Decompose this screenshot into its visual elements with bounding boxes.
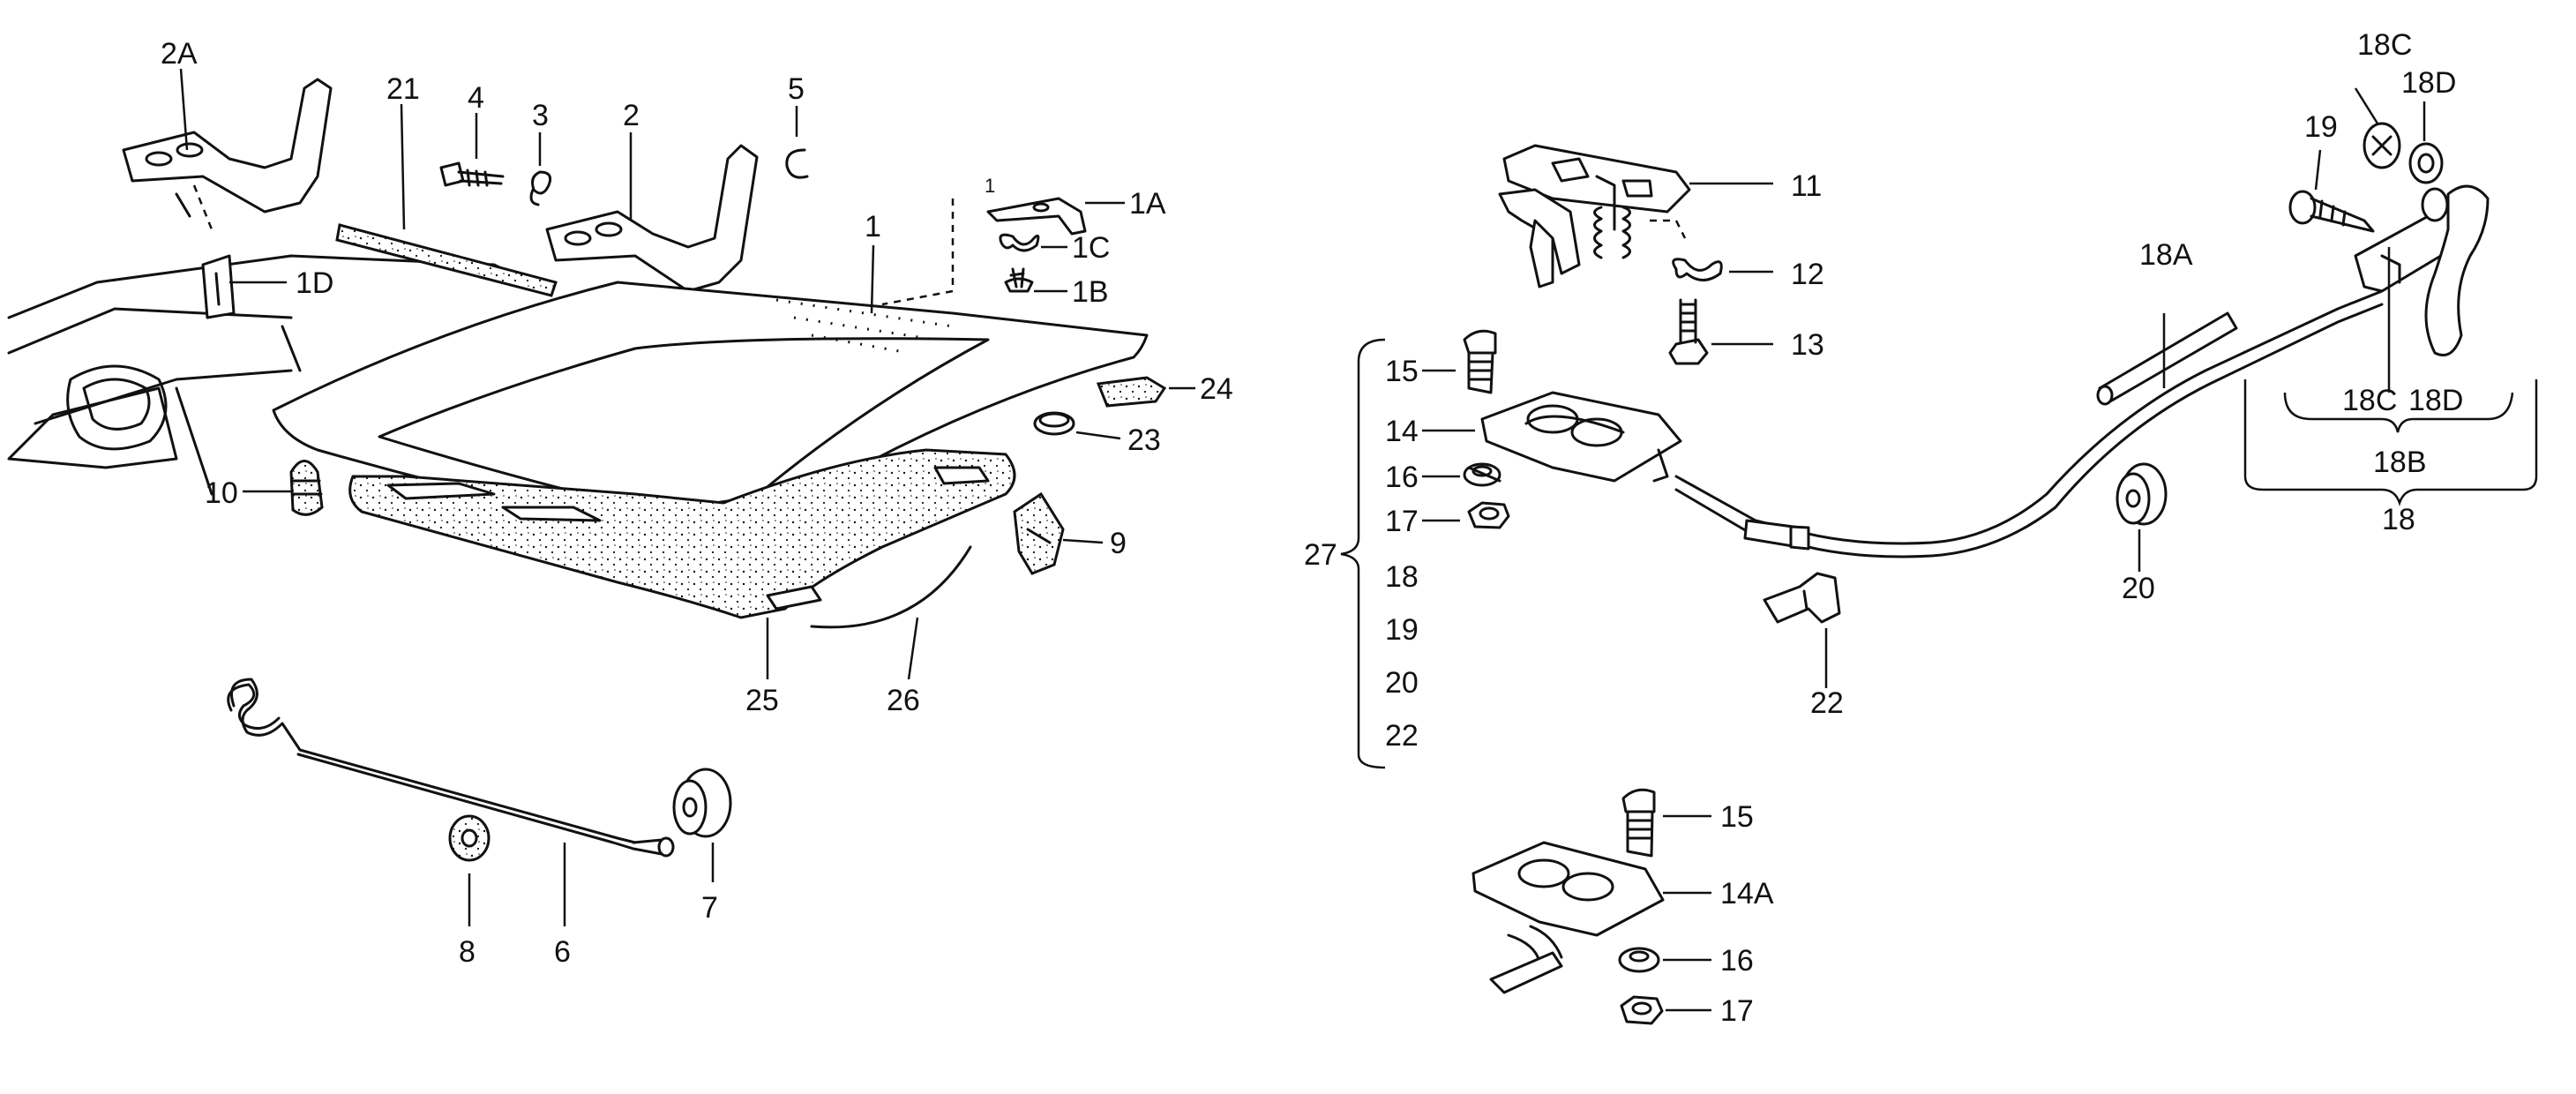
label-6: 6 (554, 935, 571, 969)
label-17-lower: 17 (1720, 994, 1754, 1028)
group-brackets-18 (2243, 247, 2538, 506)
clip-5 (785, 148, 809, 179)
label-1a: 1A (1129, 187, 1166, 221)
kit-item-19: 19 (1385, 613, 1419, 647)
lock-washer-16 (1463, 462, 1501, 487)
hood-bracket-1d (201, 254, 236, 319)
label-12: 12 (1791, 258, 1824, 291)
hinge-2 (545, 144, 759, 293)
label-17: 17 (1385, 505, 1419, 538)
label-1-small: 1 (985, 175, 995, 197)
plate-14 (1480, 391, 1682, 483)
insulation-panel-25 (348, 448, 1016, 619)
label-18: 18 (2382, 503, 2415, 536)
label-16: 16 (1385, 461, 1419, 494)
plug-23 (1033, 411, 1075, 436)
label-16-lower: 16 (1720, 944, 1754, 978)
cap-18c (2363, 122, 2401, 169)
nut-17-lower (1620, 995, 1664, 1025)
seal-strip-21 (335, 223, 558, 297)
clip-9 (1013, 491, 1065, 575)
label-18d: 18D (2408, 384, 2463, 417)
group-bracket-27 (1340, 338, 1386, 769)
label-14a: 14A (1720, 877, 1774, 910)
nut-17 (1467, 501, 1510, 529)
bolt-15 (1463, 329, 1497, 394)
lock-washer-16-lower (1618, 947, 1660, 973)
label-2a: 2A (161, 37, 198, 71)
label-19: 19 (2304, 110, 2338, 144)
label-1b: 1B (1072, 275, 1109, 309)
spring-1c (999, 233, 1040, 252)
buffer-10 (289, 460, 324, 516)
label-23: 23 (1127, 423, 1161, 457)
label-8: 8 (459, 935, 476, 969)
label-25: 25 (745, 684, 779, 717)
dashed-marker-1 (881, 199, 955, 306)
label-1: 1 (865, 210, 881, 244)
label-18a: 18A (2139, 238, 2193, 272)
leader-lines-right (1422, 87, 2426, 1012)
hinge-2a (122, 78, 333, 230)
kit-item-22: 22 (1385, 719, 1419, 753)
label-22: 22 (1810, 686, 1844, 720)
bracket-1a (986, 197, 1087, 236)
kit-item-20: 20 (1385, 666, 1419, 700)
grommet-20 (2115, 462, 2168, 526)
plate-14a (1471, 841, 1665, 994)
grommet-7 (672, 768, 732, 838)
label-18c: 18C (2342, 384, 2397, 417)
label-26: 26 (887, 684, 920, 717)
latch-11 (1498, 144, 1691, 288)
sleeve-18a (2096, 311, 2238, 406)
leader-lines-left (179, 68, 1195, 926)
label-24: 24 (1200, 372, 1233, 406)
callout-labels: 2A 21 4 3 2 5 1 1 1D 1A 1C 1B 24 23 10 9… (161, 28, 2463, 1028)
kit-item-18: 18 (1385, 560, 1419, 594)
clip-12 (1672, 258, 1723, 281)
label-18b: 18B (2373, 446, 2427, 479)
bushing-8 (448, 814, 490, 862)
label-15-lower: 15 (1720, 800, 1754, 834)
label-5: 5 (788, 72, 805, 106)
screw-1b (1004, 267, 1034, 293)
label-18d-top: 18D (2401, 66, 2456, 100)
prop-rod-6 (227, 678, 675, 858)
label-3: 3 (532, 99, 549, 132)
label-4: 4 (468, 81, 484, 115)
bolt-13 (1668, 298, 1709, 365)
washer-3 (529, 170, 552, 206)
label-10: 10 (205, 476, 238, 510)
label-18c-top: 18C (2357, 28, 2412, 62)
label-9: 9 (1110, 527, 1127, 560)
label-14: 14 (1385, 415, 1419, 448)
label-2: 2 (623, 99, 640, 132)
release-lever-18b (2354, 184, 2490, 356)
bolt-4 (439, 161, 505, 187)
seal-26 (810, 545, 972, 629)
label-1d: 1D (296, 266, 333, 300)
release-cable-18 (1674, 289, 2384, 558)
label-20: 20 (2122, 572, 2155, 605)
label-15: 15 (1385, 355, 1419, 388)
stop-block-24 (1096, 376, 1167, 408)
label-7: 7 (701, 891, 718, 925)
clip-22 (1763, 572, 1841, 624)
label-13: 13 (1791, 328, 1824, 362)
ring-18d (2408, 142, 2444, 184)
label-27: 27 (1304, 538, 1337, 572)
label-21: 21 (386, 72, 420, 106)
bolt-15-lower (1621, 788, 1656, 858)
label-11: 11 (1791, 169, 1822, 203)
screw-19 (2288, 190, 2375, 233)
label-1c: 1C (1072, 231, 1110, 265)
